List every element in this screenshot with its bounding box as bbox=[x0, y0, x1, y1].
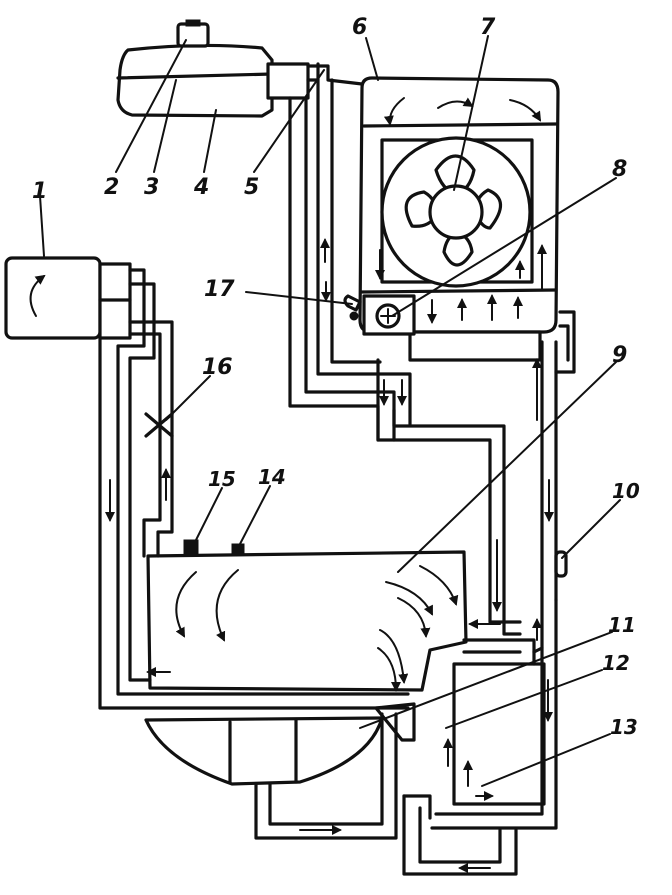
label-14: 14 bbox=[258, 465, 286, 489]
label-5: 5 bbox=[244, 175, 259, 200]
coolant-pipes bbox=[98, 62, 576, 876]
label-11: 11 bbox=[608, 613, 636, 637]
label-1: 1 bbox=[32, 179, 47, 204]
label-16: 16 bbox=[202, 355, 233, 380]
water-pump bbox=[443, 550, 568, 806]
label-13: 13 bbox=[610, 715, 638, 739]
filler-cap bbox=[176, 22, 210, 48]
heater-core bbox=[4, 256, 132, 340]
flow-arrows bbox=[105, 238, 554, 873]
label-12: 12 bbox=[602, 651, 630, 675]
pump-pulley bbox=[144, 702, 416, 786]
label-8: 8 bbox=[612, 157, 627, 182]
label-7: 7 bbox=[480, 15, 496, 40]
thermostat-valve bbox=[362, 294, 416, 336]
label-17: 17 bbox=[204, 277, 235, 302]
label-4: 4 bbox=[193, 175, 209, 200]
label-15: 15 bbox=[208, 467, 236, 491]
leader-lines bbox=[39, 35, 621, 787]
label-9: 9 bbox=[612, 343, 627, 368]
label-3: 3 bbox=[144, 175, 159, 200]
fan-icon bbox=[404, 154, 503, 267]
engine-block bbox=[146, 539, 468, 692]
label-6: 6 bbox=[352, 15, 367, 40]
radiator bbox=[358, 76, 560, 362]
drain-tap-icon bbox=[343, 294, 362, 321]
label-10: 10 bbox=[612, 479, 640, 503]
expansion-tank bbox=[116, 19, 310, 118]
label-2: 2 bbox=[104, 175, 119, 200]
labels: 1 2 3 4 5 6 7 8 9 10 11 12 13 14 15 16 1… bbox=[32, 15, 640, 739]
